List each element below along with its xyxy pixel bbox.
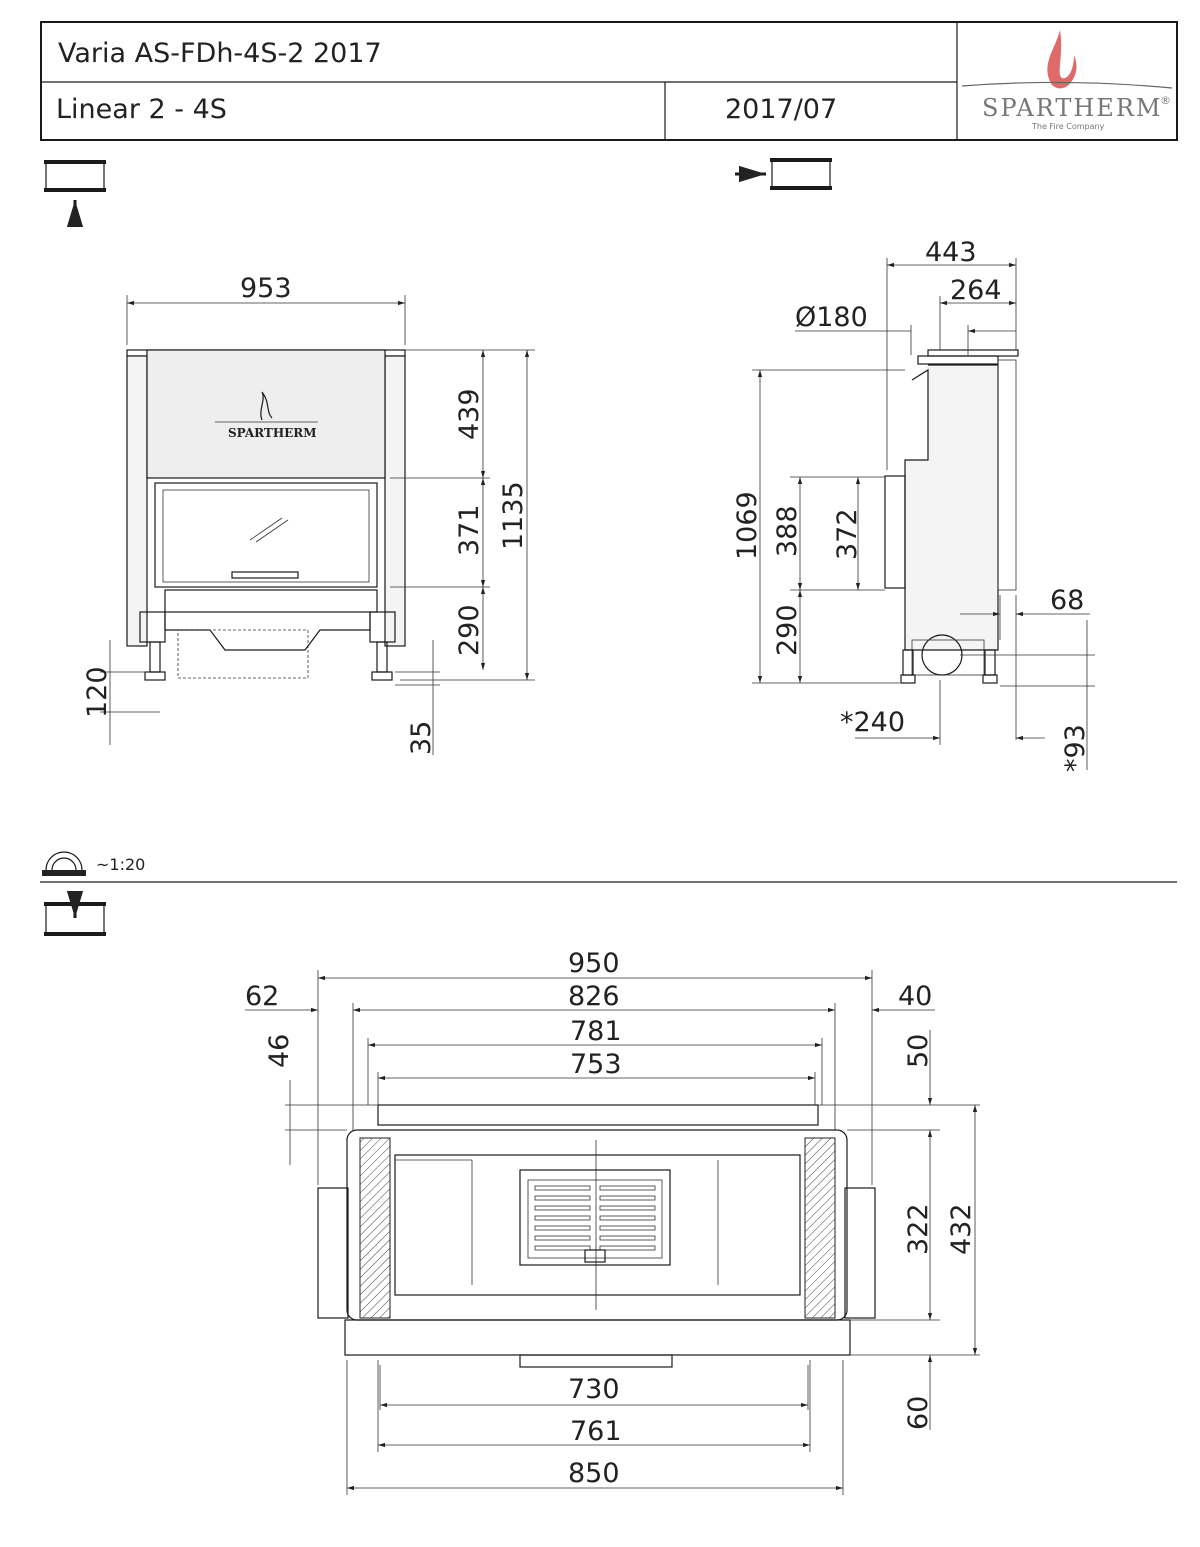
drawing-date: 2017/07: [725, 94, 837, 125]
dim-plan-46: 46: [264, 1034, 295, 1068]
side-view-arrow-icon: [735, 158, 832, 190]
svg-text:The Fire Company: The Fire Company: [1031, 122, 1105, 131]
dim-side-flue-diameter: Ø180: [795, 302, 868, 333]
grate-slat: [599, 1225, 656, 1231]
series-title: Linear 2 - 4S: [56, 94, 227, 125]
front-view-arrow-icon: [44, 160, 106, 227]
dim-side-bottom: 290: [772, 604, 803, 656]
protractor-ruler-icon: [42, 851, 86, 876]
dim-side-opening: 388: [772, 505, 803, 557]
grate-slat: [534, 1185, 591, 1191]
title-block: Varia AS-FDh-4S-2 2017 Linear 2 - 4S 201…: [40, 21, 1178, 141]
dim-side-rear: 68: [1050, 585, 1084, 616]
dim-plan-850: 850: [568, 1458, 620, 1489]
grate-slat: [534, 1245, 591, 1251]
dim-side-flue-offset: 264: [950, 275, 1002, 306]
dim-plan-781: 781: [570, 1016, 622, 1047]
dim-plan-322: 322: [903, 1203, 934, 1255]
scale-label: ~1:20: [96, 855, 145, 874]
brand-plate: SPARTHERM: [215, 391, 318, 440]
grate-slat: [534, 1205, 591, 1211]
dim-side-depth: 443: [925, 237, 977, 268]
dim-front-width: 953: [240, 273, 292, 304]
dim-plan-50: 50: [903, 1034, 934, 1068]
grate-slat: [599, 1235, 656, 1241]
dim-side-air-inlet-offset: *240: [840, 707, 905, 738]
grate-slat: [534, 1215, 591, 1221]
svg-text:®: ®: [1160, 94, 1171, 107]
dim-side-glass: 372: [832, 508, 863, 560]
model-title: Varia AS-FDh-4S-2 2017: [58, 38, 382, 69]
dim-plan-826: 826: [568, 981, 620, 1012]
plan-view: 950 826 781 753 62 40 46 50 322 432 60 7…: [245, 948, 980, 1495]
svg-text:SPARTHERM: SPARTHERM: [982, 94, 1162, 122]
dim-plan-753: 753: [570, 1049, 622, 1080]
dim-plan-60: 60: [903, 1396, 934, 1430]
side-view: 443 264 Ø180 1069 388 372 290 68 *240 *9…: [732, 237, 1095, 772]
dim-plan-950: 950: [568, 948, 620, 979]
dim-plan-761: 761: [570, 1416, 622, 1447]
grate-slat: [599, 1205, 656, 1211]
grate-slat: [599, 1185, 656, 1191]
grate: [527, 1179, 663, 1259]
dim-plan-left-62: 62: [245, 981, 279, 1012]
grate-slat: [599, 1245, 656, 1251]
top-view-arrow-icon: [44, 891, 106, 936]
dim-front-bottom: 290: [454, 604, 485, 656]
dim-plan-730: 730: [568, 1374, 620, 1405]
dim-front-foot-adjust: 35: [406, 721, 437, 755]
dim-front-glass: 371: [454, 504, 485, 556]
svg-text:SPARTHERM: SPARTHERM: [228, 426, 317, 440]
grate-slat: [534, 1195, 591, 1201]
grate-slat: [599, 1215, 656, 1221]
dim-front-feet: 120: [82, 666, 113, 718]
dim-side-height: 1069: [732, 491, 763, 560]
dim-front-total: 1135: [498, 481, 529, 550]
grate-slat: [534, 1235, 591, 1241]
dim-plan-right-40: 40: [898, 981, 932, 1012]
dim-side-air-inlet-height: *93: [1060, 724, 1091, 772]
grate-slat: [599, 1195, 656, 1201]
dim-plan-432: 432: [946, 1203, 977, 1255]
dim-front-top: 439: [454, 388, 485, 440]
spartherm-logo: SPARTHERM ® The Fire Company: [961, 30, 1173, 131]
grate-slat: [534, 1225, 591, 1231]
front-view: SPARTHERM 953 439 371 290 1135 120: [82, 273, 535, 755]
scale-indicator: ~1:20: [42, 851, 145, 876]
